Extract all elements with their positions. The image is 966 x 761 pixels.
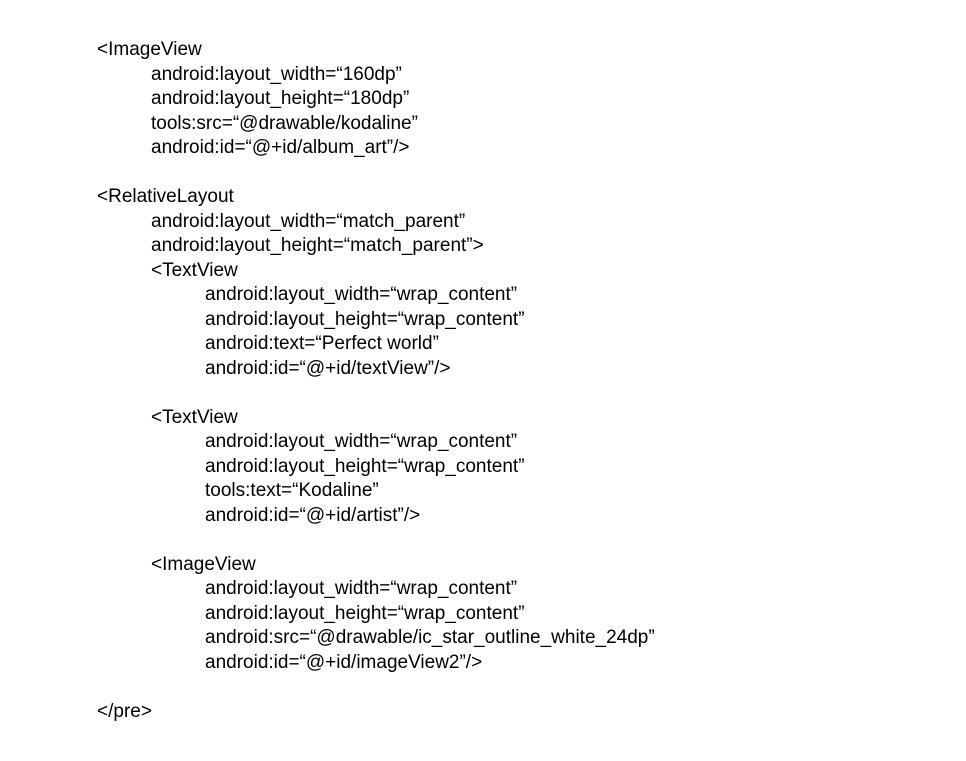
code-line: <ImageView — [151, 553, 256, 575]
code-line: android:layout_height=“wrap_content” — [205, 455, 525, 477]
code-line: android:layout_height=“wrap_content” — [205, 308, 525, 330]
blank-line — [0, 161, 966, 186]
code-line: <RelativeLayout — [97, 186, 234, 207]
code-line: android:layout_width=“match_parent” — [151, 210, 466, 232]
code-line: android:layout_height=“match_parent”> — [151, 235, 484, 256]
code-line: android:src=“@drawable/ic_star_outline_w… — [205, 627, 655, 648]
code-line: android:id=“@+id/album_art”/> — [151, 137, 410, 158]
code-line: android:layout_width=“wrap_content” — [205, 284, 518, 305]
code-line: android:id=“@+id/artist”/> — [205, 504, 421, 526]
code-line: tools:text=“Kodaline” — [205, 480, 379, 501]
code-line: android:text=“Perfect world” — [205, 333, 439, 354]
code-line: <TextView — [151, 406, 238, 428]
code-line: android:layout_width=“wrap_content” — [205, 578, 518, 599]
xml-code-document: <ImageView android:layout_width=“160dp” … — [0, 38, 966, 724]
blank-line — [0, 381, 966, 406]
code-line: android:layout_height=“180dp” — [151, 88, 410, 109]
code-line: android:layout_width=“wrap_content” — [205, 431, 518, 452]
code-line: android:layout_height=“wrap_content” — [205, 602, 525, 624]
code-line: <TextView — [151, 259, 238, 281]
code-line: </pre> — [97, 700, 152, 722]
code-line: tools:src=“@drawable/kodaline” — [151, 112, 418, 134]
blank-line — [0, 675, 966, 700]
code-line: android:id=“@+id/textView”/> — [205, 357, 451, 379]
code-line: android:id=“@+id/imageView2”/> — [205, 651, 483, 673]
code-line: android:layout_width=“160dp” — [151, 63, 402, 85]
blank-line — [0, 528, 966, 553]
code-line: <ImageView — [97, 39, 202, 60]
